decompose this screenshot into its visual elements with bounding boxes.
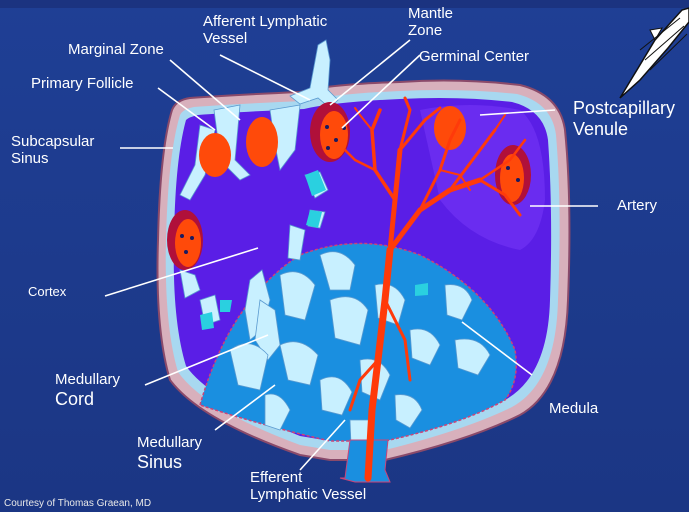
label-medula: Medula (549, 400, 598, 417)
label-medullary-sinus: Medullary Sinus (137, 434, 202, 474)
label-efferent-lymphatic-vessel: Efferent Lymphatic Vessel (250, 469, 366, 504)
label-afferent-line2: Vessel (203, 30, 247, 47)
quill-icon (620, 8, 689, 98)
label-postcap-line2: Venule (573, 119, 628, 139)
label-efferent-line1: Efferent (250, 469, 302, 486)
label-postcapillary-venule: Postcapillary Venule (573, 98, 675, 139)
label-medullary-cord-line2: Cord (55, 389, 94, 409)
label-subcapsular-sinus: Subcapsular Sinus (11, 133, 94, 168)
label-medullary-cord: Medullary Cord (55, 371, 120, 411)
label-subcap-line2: Sinus (11, 150, 49, 167)
label-primary-follicle: Primary Follicle (31, 75, 134, 92)
top-band (0, 0, 689, 8)
label-mantle-zone: Mantle Zone (408, 5, 453, 40)
label-germinal-center: Germinal Center (419, 48, 529, 65)
secondary-follicle-1 (310, 102, 350, 162)
label-cortex: Cortex (28, 285, 66, 300)
label-marginal-zone: Marginal Zone (68, 41, 164, 58)
label-mantle-line2: Zone (408, 22, 442, 39)
secondary-follicle-2 (167, 210, 203, 270)
credit-text: Courtesy of Thomas Graean, MD (4, 498, 151, 509)
label-afferent-lymphatic-vessel: Afferent Lymphatic Vessel (203, 13, 327, 48)
label-medullary-sinus-line2: Sinus (137, 452, 182, 472)
label-medullary-sinus-line1: Medullary (137, 434, 202, 451)
label-postcap-line1: Postcapillary (573, 98, 675, 118)
label-artery: Artery (617, 197, 657, 214)
label-mantle-line1: Mantle (408, 5, 453, 22)
label-afferent-line1: Afferent Lymphatic (203, 13, 327, 30)
label-subcap-line1: Subcapsular (11, 133, 94, 150)
label-efferent-line2: Lymphatic Vessel (250, 486, 366, 503)
label-medullary-cord-line1: Medullary (55, 371, 120, 388)
